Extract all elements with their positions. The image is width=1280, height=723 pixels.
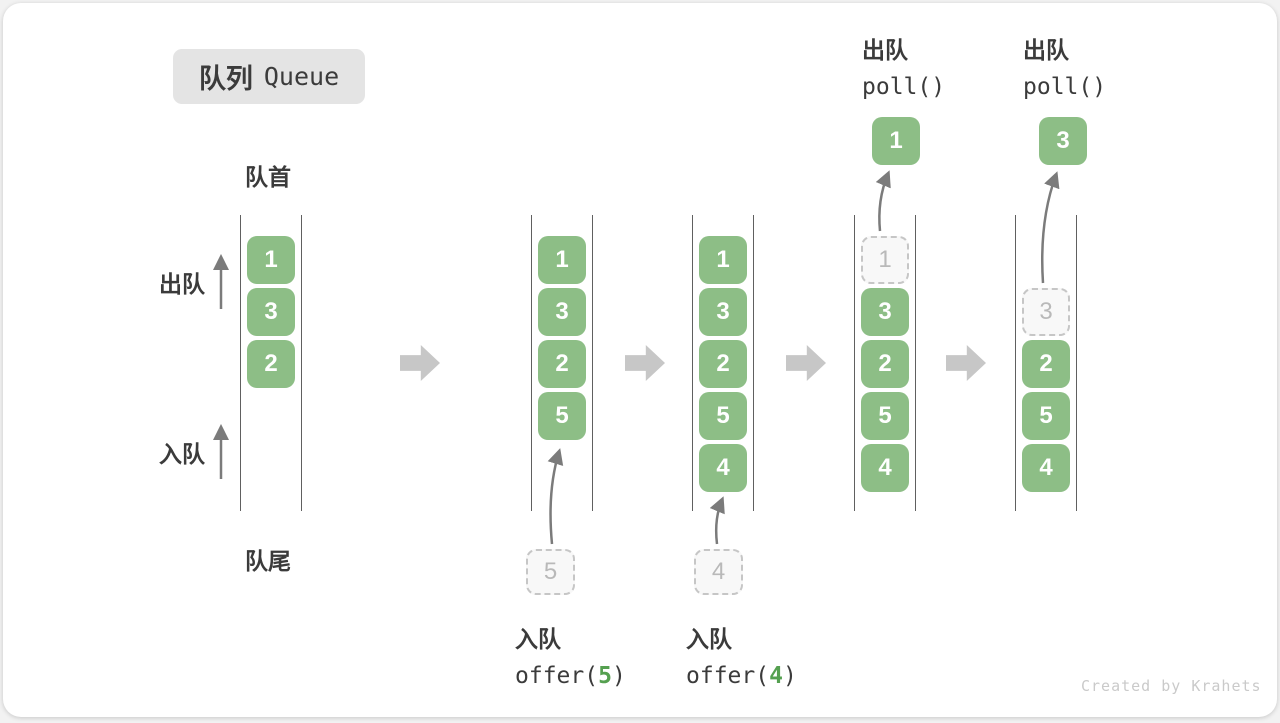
incoming-value-box: 5 <box>526 549 575 595</box>
title-en: Queue <box>263 62 340 91</box>
enqueue-op-label: 入队 <box>686 626 732 652</box>
dequeue-op-poll-1: 出队 poll() <box>862 31 945 100</box>
queue-item-block: 2 <box>538 340 586 388</box>
popped-value-block: 3 <box>1039 117 1087 165</box>
enqueue-op-offer5: 入队 offer(5) <box>515 620 626 689</box>
queue-item-block: 2 <box>247 340 295 388</box>
dequeue-op-label: 出队 <box>862 37 908 63</box>
watermark: Created by Krahets <box>1081 677 1262 695</box>
queue-item-block: 3 <box>699 288 747 336</box>
diagram-card: 队列 Queue 队首 队尾 出队 入队 1 3 2 1 3 2 5 1 3 2… <box>3 3 1277 717</box>
dequeue-op-poll-2: 出队 poll() <box>1023 31 1106 100</box>
dequeued-ghost-block: 1 <box>861 236 909 284</box>
queue-item-block: 2 <box>1022 340 1070 388</box>
queue-state-5: 3 2 5 4 <box>1015 215 1077 511</box>
code-fn: offer( <box>515 663 599 689</box>
queue-front-label: 队首 <box>245 164 291 190</box>
queue-item-block: 4 <box>699 444 747 492</box>
dequeue-op-label: 出队 <box>1023 37 1069 63</box>
queue-item-block: 3 <box>861 288 909 336</box>
state-transition-arrow-icon <box>625 345 665 381</box>
popped-value-block: 1 <box>872 117 920 165</box>
queue-item-block: 1 <box>538 236 586 284</box>
code-close: ) <box>611 663 626 689</box>
state-transition-arrow-icon <box>946 345 986 381</box>
enqueue-op-label: 入队 <box>515 626 561 652</box>
queue-item-block: 5 <box>861 392 909 440</box>
queue-state-4: 1 3 2 5 4 <box>854 215 916 511</box>
dequeue-op-code: poll() <box>862 74 946 100</box>
queue-state-1: 1 3 2 <box>240 215 302 511</box>
code-arg: 4 <box>769 663 783 689</box>
code-arg: 5 <box>598 663 612 689</box>
code-fn: offer( <box>686 663 770 689</box>
dequeue-side-label: 出队 <box>159 271 205 297</box>
queue-item-block: 5 <box>538 392 586 440</box>
state-transition-arrow-icon <box>400 345 440 381</box>
dequeue-op-code: poll() <box>1023 74 1107 100</box>
queue-rear-label: 队尾 <box>245 548 291 574</box>
queue-item-block: 3 <box>247 288 295 336</box>
enqueue-op-offer4: 入队 offer(4) <box>686 620 797 689</box>
queue-item-block: 2 <box>861 340 909 388</box>
queue-item-block: 1 <box>699 236 747 284</box>
incoming-value-box: 4 <box>694 549 743 595</box>
enqueue-side-label: 入队 <box>159 441 205 467</box>
title-badge: 队列 Queue <box>173 49 365 104</box>
queue-state-2: 1 3 2 5 <box>531 215 593 511</box>
enqueue-op-code: offer(4) <box>686 663 797 689</box>
queue-item-block: 5 <box>699 392 747 440</box>
state-transition-arrow-icon <box>786 345 826 381</box>
enqueue-op-code: offer(5) <box>515 663 626 689</box>
dequeued-ghost-block: 3 <box>1022 288 1070 336</box>
title-zh: 队列 <box>198 64 253 94</box>
queue-item-block: 4 <box>861 444 909 492</box>
queue-item-block: 5 <box>1022 392 1070 440</box>
queue-item-block: 3 <box>538 288 586 336</box>
queue-item-block: 2 <box>699 340 747 388</box>
code-close: ) <box>782 663 797 689</box>
queue-state-3: 1 3 2 5 4 <box>692 215 754 511</box>
queue-item-block: 1 <box>247 236 295 284</box>
queue-item-block: 4 <box>1022 444 1070 492</box>
